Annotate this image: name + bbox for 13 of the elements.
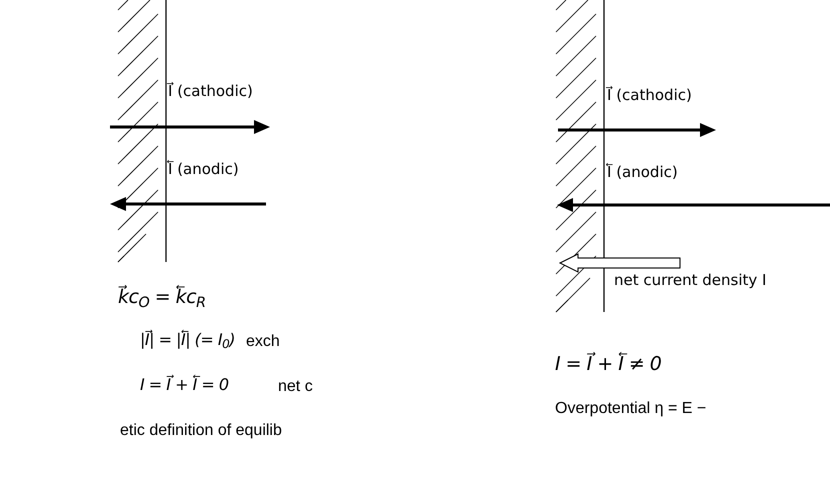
caption-text: etic definition of equilib [120, 421, 282, 441]
annotation-text: exch [246, 332, 280, 352]
equation: k⃗c$_{O}$ = k⃖c$_{R}$ [118, 286, 206, 310]
arrow-label: I⃖ (anodic) [607, 163, 678, 182]
arrow-label: I⃗ (cathodic) [168, 82, 253, 101]
equation: |I⃗| = |I⃖| (= I$_{0}$) [140, 330, 236, 350]
equation: I = I⃗ + I⃖ = 0 [140, 375, 229, 395]
arrow-label: I⃖ (anodic) [168, 160, 239, 179]
equation: I = I⃗ + I⃖ ≠ 0 [555, 353, 662, 377]
annotation-text: net c [278, 377, 313, 397]
arrow-label: net current density I [614, 271, 766, 290]
arrow-label: I⃗ (cathodic) [607, 86, 692, 105]
equation: Overpotential η = E − [555, 399, 706, 419]
